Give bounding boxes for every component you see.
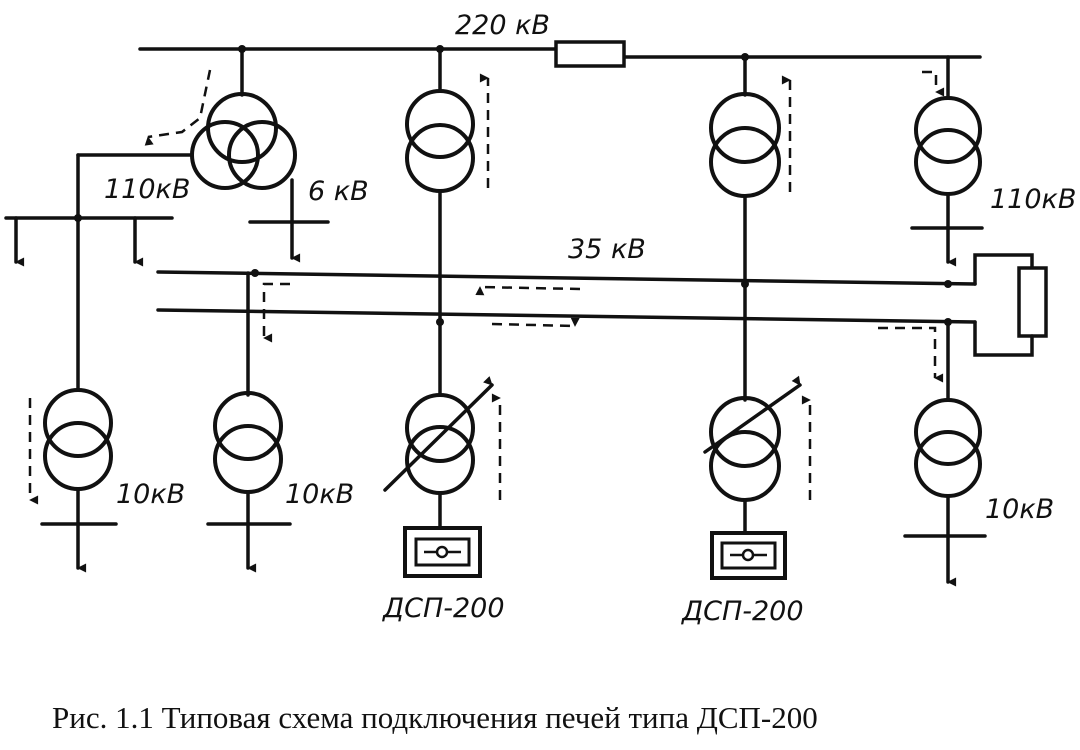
furnace-transformer-2 bbox=[703, 375, 812, 535]
figure-caption: Рис. 1.1 Типовая схема подключения печей… bbox=[52, 700, 818, 735]
label-10kv-3: 10кВ bbox=[985, 494, 1054, 525]
transformer-220-35-right bbox=[709, 55, 792, 402]
label-110kv-left: 110кВ bbox=[104, 174, 190, 205]
reactor-220kv bbox=[554, 40, 626, 68]
label-furnace-2: ДСП-200 bbox=[681, 596, 804, 627]
transformer-110-10 bbox=[28, 388, 118, 573]
furnace-transformer-1 bbox=[383, 376, 502, 530]
bus-110kv-left bbox=[4, 214, 174, 267]
arc-furnace-1 bbox=[403, 526, 482, 578]
label-furnace-1: ДСП-200 bbox=[382, 593, 505, 624]
label-35kv: 35 кВ bbox=[568, 234, 646, 265]
bus-220kv bbox=[138, 40, 982, 68]
transformer-35-10-right bbox=[903, 320, 987, 587]
transformer-35-10-left bbox=[206, 271, 292, 573]
arc-furnace-2 bbox=[710, 531, 787, 580]
label-10kv-1: 10кВ bbox=[116, 479, 185, 510]
reactor-35kv bbox=[1017, 266, 1048, 338]
label-10kv-2: 10кВ bbox=[285, 479, 354, 510]
label-220kv: 220 кВ bbox=[455, 10, 550, 41]
label-6kv: 6 кВ bbox=[308, 176, 369, 207]
label-110kv-right: 110кВ bbox=[990, 184, 1076, 215]
transformer-220-35-left bbox=[405, 47, 490, 397]
transformer-220-110-right bbox=[910, 55, 984, 267]
bus-35kv bbox=[156, 253, 1048, 383]
three-winding-transformer bbox=[76, 47, 330, 392]
